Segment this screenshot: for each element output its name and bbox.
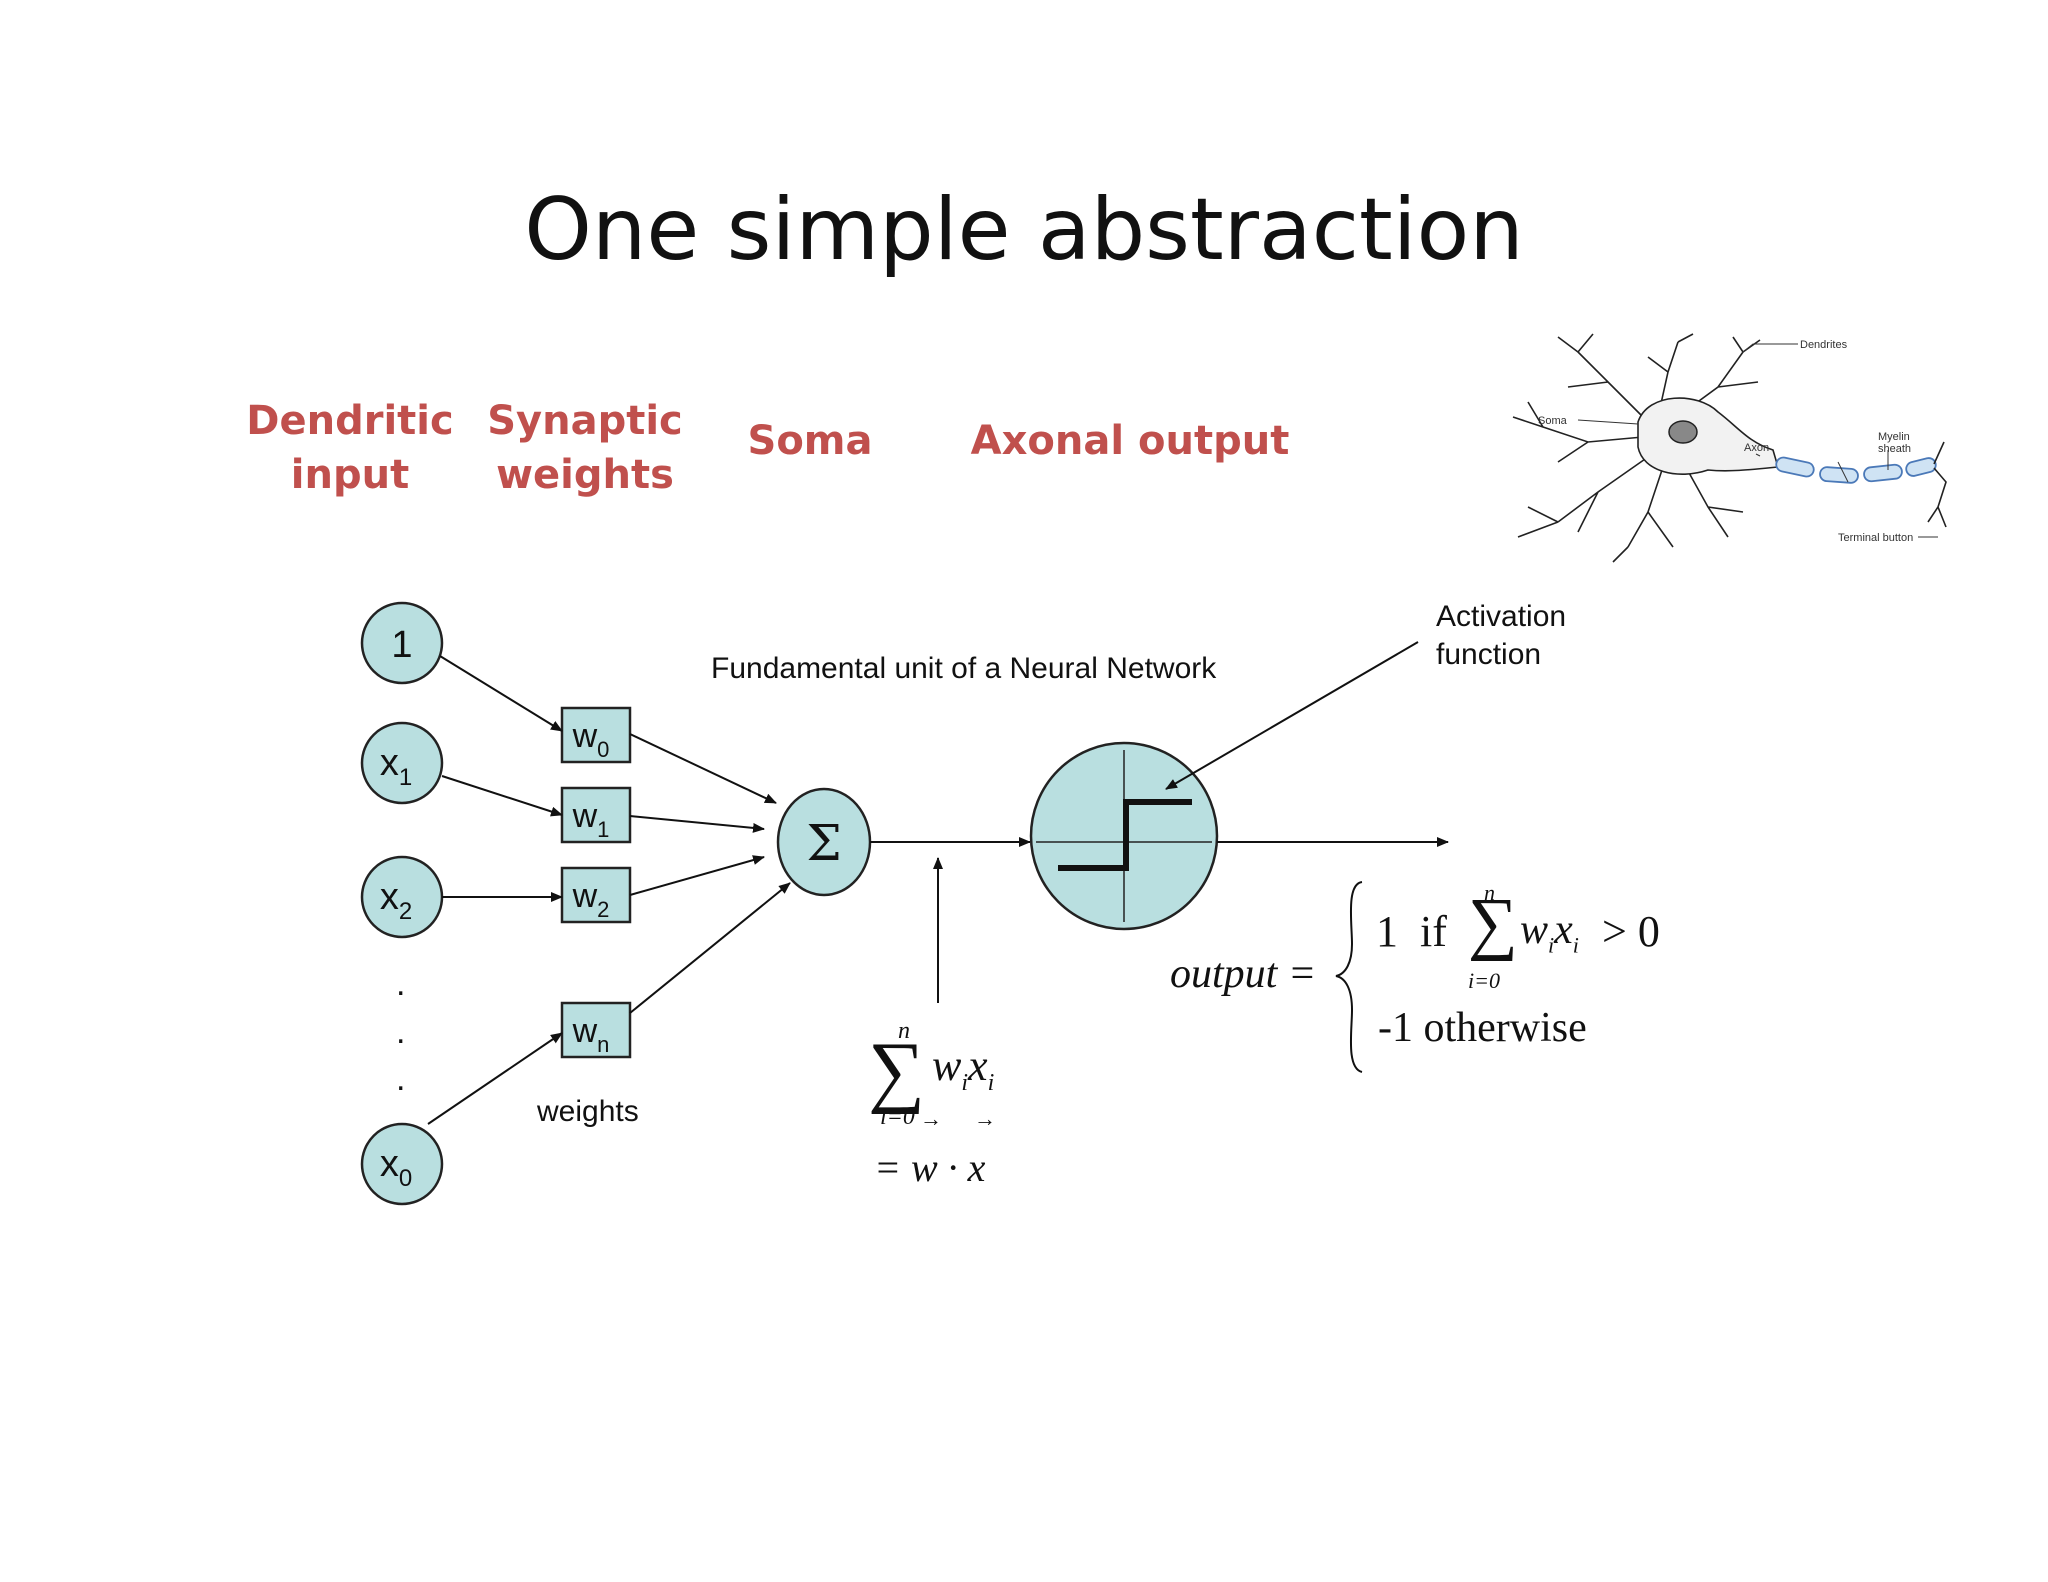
arrow-w1-to-sum	[629, 815, 765, 833]
neuron-illustration: Dendrites Soma Axon Myelin sheath Termin…	[1512, 333, 1947, 563]
case1-suffix: > 0	[1602, 907, 1660, 956]
weighted-sum-formula: n ∑ wixi i=0 → → = w · x	[858, 1018, 1048, 1218]
weight-box-wn	[560, 1001, 632, 1059]
header-dendritic-input: Dendritic input	[230, 394, 470, 502]
ellipsis-dot-3: .	[396, 1060, 405, 1098]
ellipsis-dot-2: .	[396, 1013, 405, 1051]
slide-title: One simple abstraction	[524, 180, 1524, 280]
input-node-x0	[360, 1122, 444, 1206]
output-brace	[1335, 881, 1363, 1073]
sigma-symbol: Σ	[806, 814, 841, 872]
header-synaptic-weights: Synaptic weights	[465, 394, 705, 502]
input-label-1: 1	[391, 624, 412, 666]
case1-term: wixi	[1520, 907, 1579, 958]
ellipsis-dot-1: .	[396, 965, 405, 1003]
input-label-x1: x1	[380, 742, 412, 791]
input-label-x0: x0	[380, 1143, 412, 1192]
neuron-label-myelin-1: Myelin	[1878, 431, 1910, 443]
arrow-x0-to-wn	[427, 1032, 563, 1125]
diagram-caption: Fundamental unit of a Neural Network	[711, 652, 1217, 685]
neuron-label-myelin-2: sheath	[1878, 443, 1911, 455]
neuron-label-dendrites: Dendrites	[1800, 339, 1848, 351]
weight-box-w1	[560, 786, 632, 844]
arrow-activation-label	[1165, 641, 1419, 790]
weight-label-w2: w2	[572, 877, 610, 922]
myelin-segments	[1775, 456, 1937, 484]
step-function-curve	[1058, 799, 1192, 871]
vector-arrow-w: →	[920, 1106, 942, 1131]
leader-lines	[1577, 343, 1938, 538]
dot-product: = w · x	[874, 1145, 986, 1190]
arrow-x1-to-w1	[441, 775, 563, 817]
header-soma: Soma	[747, 418, 873, 464]
weight-label-w1: w1	[572, 797, 610, 842]
input-label-x2: x2	[380, 876, 412, 925]
sum-lower-limit: i=0	[880, 1104, 915, 1130]
nucleus	[1668, 420, 1698, 444]
axon-terminals	[1927, 441, 1947, 528]
sum-term: wixi	[932, 1041, 995, 1096]
case1-sigma: ∑	[1468, 885, 1518, 962]
header-synaptic-line1: Synaptic	[487, 398, 683, 444]
neuron-label-soma: Soma	[1538, 415, 1568, 427]
case1-upper: n	[1484, 880, 1495, 905]
vector-arrow-x: →	[974, 1106, 996, 1131]
header-dendritic-line2: input	[290, 452, 410, 498]
arrow-input1-to-w0	[439, 655, 563, 732]
output-cases: 1 if n ∑ wixi > 0 i=0 -1 otherwise	[1376, 880, 1696, 1070]
neuron-label-terminal: Terminal button	[1838, 532, 1913, 544]
weight-label-w0: w0	[572, 717, 610, 762]
weights-caption: weights	[537, 1095, 639, 1128]
case2-text: -1 otherwise	[1378, 1005, 1587, 1051]
header-dendritic-line1: Dendritic	[246, 398, 454, 444]
arrow-w0-to-sum	[629, 733, 777, 804]
weight-box-w2	[560, 866, 632, 924]
input-node-x1	[360, 721, 444, 805]
activation-label-line1: Activation	[1436, 600, 1567, 633]
input-node-1	[360, 601, 444, 685]
activation-function-label: Activation function	[1436, 598, 1566, 674]
case1-lower: i=0	[1468, 968, 1500, 993]
arrow-wn-to-sum	[629, 882, 791, 1014]
sum-sigma: ∑	[868, 1027, 926, 1115]
weight-box-w0	[560, 706, 632, 764]
input-node-x2	[360, 855, 444, 939]
header-synaptic-line2: weights	[496, 452, 674, 498]
arrow-w2-to-sum	[629, 855, 765, 896]
activation-label-line2: function	[1436, 638, 1542, 671]
cell-body	[1637, 397, 1780, 475]
output-lhs: output =	[1170, 951, 1317, 997]
case1-prefix: 1 if	[1376, 907, 1447, 956]
header-axonal-output: Axonal output	[970, 418, 1290, 464]
weight-label-wn: wn	[572, 1012, 610, 1057]
sum-upper-limit: n	[898, 1018, 910, 1044]
dendrite-branches	[1512, 333, 1761, 563]
neuron-label-axon: Axon	[1744, 442, 1769, 454]
